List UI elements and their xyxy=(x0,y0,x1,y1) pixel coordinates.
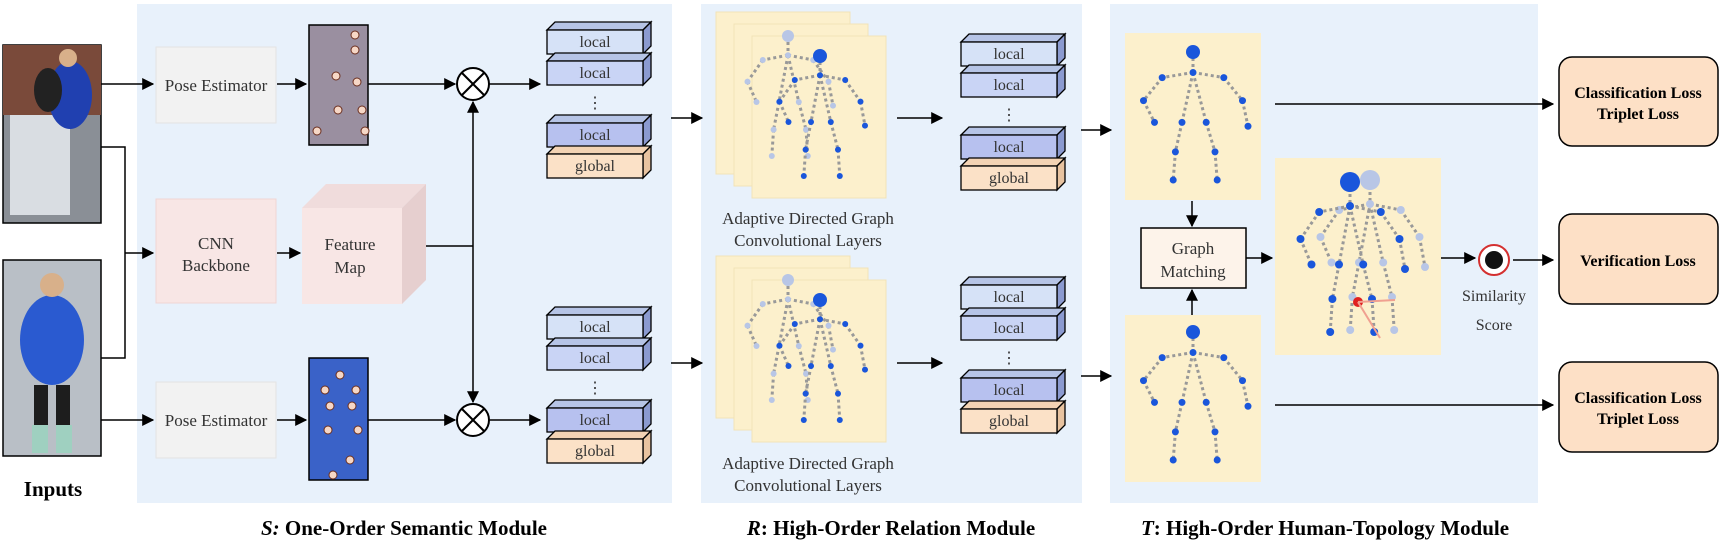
global-label: global xyxy=(989,170,1030,187)
local-label: local xyxy=(993,289,1025,306)
cnn-backbone-line1: CNN xyxy=(198,234,234,253)
local-label: local xyxy=(579,34,611,51)
local-feature-block: local xyxy=(545,113,653,149)
local-label: local xyxy=(993,77,1025,94)
pose-estimator-bottom-label: Pose Estimator xyxy=(165,411,268,430)
local-label: local xyxy=(993,382,1025,399)
multiply-node-bottom xyxy=(456,403,490,437)
pose-estimator-top-label: Pose Estimator xyxy=(165,76,268,95)
cnn-backbone-line2: Backbone xyxy=(182,256,250,275)
global-label: global xyxy=(989,413,1030,430)
loss-box-top xyxy=(1558,56,1719,147)
gcn-label-bottom-line1: Adaptive Directed Graph xyxy=(722,454,894,473)
stack-ellipsis: ⋮ xyxy=(587,95,603,112)
gcn-stack-top xyxy=(715,11,887,199)
feature-map-line2: Map xyxy=(334,258,365,277)
graph-matching-line1: Graph xyxy=(1172,239,1215,258)
local-feature-block: local xyxy=(959,32,1067,68)
local-label: local xyxy=(579,350,611,367)
semantic-feature-stack-bottom: local local ⋮ local global xyxy=(545,305,653,465)
graph-matching-box xyxy=(1140,227,1247,289)
loss-top-line2: Triplet Loss xyxy=(1597,106,1679,123)
similarity-score-icon xyxy=(1478,244,1510,276)
local-feature-block: local xyxy=(545,51,653,87)
local-label: local xyxy=(579,319,611,336)
loss-middle-line1: Verification Loss xyxy=(1580,253,1695,270)
local-feature-block: local xyxy=(545,305,653,341)
local-feature-block: local xyxy=(959,306,1067,342)
topology-skeleton-top xyxy=(1140,45,1252,184)
local-feature-block: local xyxy=(959,63,1067,99)
stack-ellipsis: ⋮ xyxy=(1001,350,1017,367)
match-link xyxy=(1357,301,1381,339)
input-image-bottom xyxy=(2,259,102,457)
local-feature-block: local xyxy=(545,20,653,56)
pose-map-top xyxy=(308,24,370,146)
local-label: local xyxy=(579,127,611,144)
local-feature-block: local xyxy=(959,368,1067,404)
inputs-label: Inputs xyxy=(24,477,82,501)
feature-map-line1: Feature xyxy=(325,235,376,254)
local-label: local xyxy=(579,412,611,429)
loss-bottom-line1: Classification Loss xyxy=(1574,390,1702,407)
local-feature-block: local xyxy=(545,336,653,372)
skeleton-joints xyxy=(1296,172,1409,336)
multiply-node-top xyxy=(456,67,490,101)
skeleton-joints xyxy=(776,293,868,423)
feature-map-cube xyxy=(302,184,426,304)
gcn-label-top-line1: Adaptive Directed Graph xyxy=(722,209,894,228)
pose-estimator-bottom xyxy=(155,381,277,459)
skeleton-joints xyxy=(776,49,868,179)
pose-estimator-top xyxy=(155,46,277,124)
matched-skeleton xyxy=(1296,170,1429,339)
topology-module-title: T: High-Order Human-Topology Module xyxy=(1141,516,1509,540)
global-label: global xyxy=(575,443,616,460)
relation-module-title: R: High-Order Relation Module xyxy=(746,516,1035,540)
loss-bottom-line2: Triplet Loss xyxy=(1597,411,1679,428)
global-label: global xyxy=(575,158,616,175)
semantic-feature-stack-top: local local ⋮ local global xyxy=(545,20,653,180)
matched-skeleton-panel xyxy=(1275,158,1441,355)
skeleton-joints xyxy=(1140,325,1252,464)
local-label: local xyxy=(993,320,1025,337)
loss-top-line1: Classification Loss xyxy=(1574,85,1702,102)
topology-skeleton-bottom-panel xyxy=(1125,315,1261,482)
local-feature-block: local xyxy=(545,398,653,434)
cnn-backbone-box xyxy=(155,198,277,304)
skeleton-faded xyxy=(1316,170,1429,334)
global-feature-block: global xyxy=(545,429,653,465)
local-label: local xyxy=(993,139,1025,156)
similarity-line2: Score xyxy=(1476,317,1512,334)
relation-feature-stack-top: local local ⋮ local global xyxy=(959,32,1067,192)
gcn-label-top-line2: Convolutional Layers xyxy=(734,231,882,250)
local-feature-block: local xyxy=(959,125,1067,161)
local-label: local xyxy=(993,46,1025,63)
topology-skeleton-bottom xyxy=(1140,325,1252,464)
local-feature-block: local xyxy=(959,275,1067,311)
stack-ellipsis: ⋮ xyxy=(1001,107,1017,124)
input-image-top xyxy=(2,44,102,224)
relation-feature-stack-bottom: local local ⋮ local global xyxy=(959,275,1067,435)
global-feature-block: global xyxy=(545,144,653,180)
graph-matching-line2: Matching xyxy=(1160,262,1226,281)
pose-map-bottom xyxy=(308,357,369,481)
gcn-label-bottom-line2: Convolutional Layers xyxy=(734,476,882,495)
loss-box-middle xyxy=(1558,213,1719,305)
match-link xyxy=(1357,299,1396,303)
global-feature-block: global xyxy=(959,156,1067,192)
stack-ellipsis: ⋮ xyxy=(587,380,603,397)
loss-box-bottom xyxy=(1558,361,1719,453)
skeleton-joints xyxy=(1140,45,1252,184)
global-feature-block: global xyxy=(959,399,1067,435)
local-label: local xyxy=(579,65,611,82)
similarity-line1: Similarity xyxy=(1462,288,1526,305)
semantic-module-title: S: One-Order Semantic Module xyxy=(261,516,547,540)
gcn-stack-bottom xyxy=(715,255,887,443)
